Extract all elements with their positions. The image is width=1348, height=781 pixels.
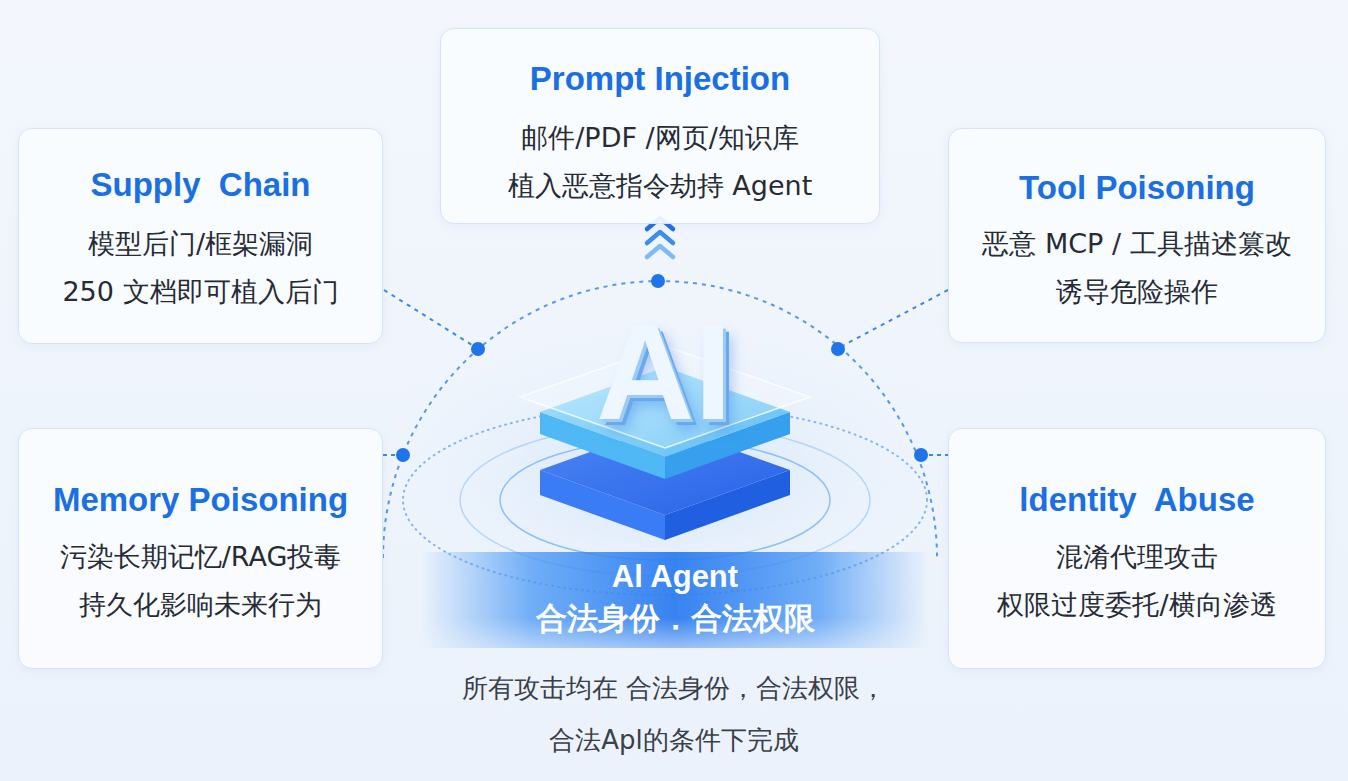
leader-line — [844, 290, 948, 345]
threat-box: Tool Poisoning 恶意 MCP / 工具描述篡改 诱导危险操作 — [948, 128, 1326, 343]
threat-box: Supply Chain 模型后门/框架漏洞 250 文档即可植入后门 — [18, 128, 383, 344]
arc-dot — [651, 274, 665, 288]
chevron-arrow — [647, 246, 673, 257]
chevron-arrow — [647, 232, 673, 243]
agent-title: Al Agent — [420, 559, 930, 595]
box-title: Supply Chain — [19, 165, 382, 205]
box-body: 污染长期记忆/RAG投毒 持久化影响未来行为 — [46, 533, 356, 629]
arc-dot — [396, 448, 410, 462]
box-title: Memory Poisoning — [19, 480, 382, 520]
box-title: Tool Poisoning — [949, 168, 1325, 208]
caption: 所有攻击均在 合法身份，合法权限，合法Apl的条件下完成 — [394, 662, 954, 766]
box-title: Prompt Injection — [441, 59, 879, 99]
box-body: 恶意 MCP / 工具描述篡改 诱导危险操作 — [972, 220, 1302, 316]
threat-box: Prompt Injection 邮件/PDF /网页/知识库 植入恶意指令劫持 … — [440, 28, 880, 224]
box-title: ldentity Abuse — [949, 480, 1325, 520]
box-body: 模型后门/框架漏洞 250 文档即可植入后门 — [61, 220, 341, 316]
agent-subtitle: 合法身份．合法权限 — [420, 598, 930, 638]
threat-box: ldentity Abuse 混淆代理攻击 权限过度委托/横向渗透 — [948, 428, 1326, 669]
outer-dashed-arc — [383, 281, 937, 558]
arc-dot — [914, 448, 928, 462]
agent-band: Al Agent合法身份．合法权限 — [420, 552, 930, 648]
arc-dot — [831, 342, 845, 356]
box-body: 邮件/PDF /网页/知识库 植入恶意指令劫持 Agent — [500, 114, 820, 210]
leader-line — [384, 290, 472, 345]
threat-box: Memory Poisoning 污染长期记忆/RAG投毒 持久化影响未来行为 — [18, 428, 383, 669]
arc-dot — [471, 342, 485, 356]
box-body: 混淆代理攻击 权限过度委托/横向渗透 — [982, 533, 1292, 629]
illustration-letters: AI — [590, 304, 738, 440]
